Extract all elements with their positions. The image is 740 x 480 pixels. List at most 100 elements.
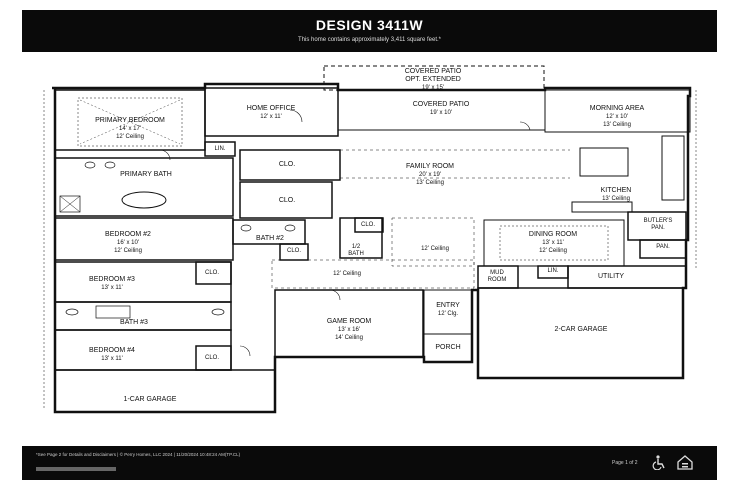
room-closet-3: CLO. — [361, 222, 375, 229]
room-name: DINING ROOM — [528, 231, 578, 238]
room-half-bath: 1/2 BATH — [348, 244, 364, 258]
room-closet-5: CLO. — [205, 270, 219, 277]
room-name: CLO. — [204, 270, 220, 276]
room-kitchen: KITCHEN 13' Ceiling — [601, 187, 632, 203]
room-linen-1: LIN. — [214, 146, 225, 153]
room-name: MORNING AREA — [589, 105, 645, 112]
plan-title: DESIGN 3411W — [315, 17, 424, 33]
room-name: BATH #3 — [120, 319, 148, 326]
room-game-room: GAME ROOM 13' x 16' 14' Ceiling — [327, 318, 371, 342]
room-bedroom-4: BEDROOM #4 13' x 11' — [89, 347, 135, 363]
room-name: BEDROOM #2 — [105, 231, 151, 238]
room-name-2: BATH — [348, 251, 364, 257]
room-primary-bath: PRIMARY BATH — [120, 171, 172, 179]
room-name: COVERED PATIO — [404, 68, 462, 75]
room-bedroom-2: BEDROOM #2 16' x 10' 12' Ceiling — [105, 231, 151, 255]
room-covered-patio-extended: COVERED PATIO OPT. EXTENDED 19' x 15' — [405, 68, 462, 92]
room-dimensions: 20' x 19' — [419, 172, 441, 178]
room-utility: UTILITY — [598, 273, 624, 281]
room-dining-room: DINING ROOM 13' x 11' 12' Ceiling — [529, 231, 577, 255]
room-family-room: FAMILY ROOM 20' x 19' 13' Ceiling — [406, 163, 454, 187]
plan-footer: *See Page 2 for Details and Disclaimers … — [22, 446, 717, 480]
room-name: HOME OFFICE — [246, 105, 296, 112]
room-name: BATH #2 — [256, 235, 284, 242]
room-name: PORCH — [435, 344, 461, 351]
room-ceiling: 13' Ceiling — [602, 196, 630, 202]
room-name: MUD — [490, 270, 504, 276]
room-porch: PORCH — [435, 344, 460, 352]
room-primary-bedroom: PRIMARY BEDROOM 14' x 17' 12' Ceiling — [95, 117, 165, 141]
room-ceiling: 13' Ceiling — [603, 122, 631, 128]
room-bedroom-3: BEDROOM #3 13' x 11' — [89, 276, 135, 292]
room-pantry: PAN. — [656, 244, 670, 251]
room-name: LIN. — [547, 268, 559, 274]
room-name: PAN. — [656, 244, 670, 250]
room-butlers-pantry: BUTLER'S PAN. — [644, 218, 673, 232]
room-ceiling: 12' Ceiling — [333, 271, 361, 277]
room-dimensions: 14' x 17' — [119, 126, 141, 132]
room-closet-1: CLO. — [279, 161, 295, 169]
room-name: CLO. — [204, 355, 220, 361]
room-closet-6: CLO. — [205, 355, 219, 362]
room-ceiling: 12' Ceiling — [421, 246, 449, 252]
room-dimensions: 16' x 10' — [117, 240, 139, 246]
room-bath-3: BATH #3 — [120, 319, 148, 327]
room-name-2: OPT. EXTENDED — [405, 76, 461, 83]
room-dimensions: 13' x 16' — [338, 327, 360, 333]
room-ceiling: 12' Ceiling — [539, 248, 567, 254]
perry-homes-logo — [36, 464, 126, 474]
room-name: FAMILY ROOM — [406, 163, 454, 170]
room-name: CLO. — [286, 248, 302, 254]
room-closet-4: CLO. — [287, 248, 301, 255]
room-name: 1/2 — [351, 244, 361, 250]
room-dimensions: 13' x 11' — [101, 285, 123, 291]
room-name: 2-CAR GARAGE — [554, 326, 608, 333]
room-name: ENTRY — [436, 302, 460, 309]
room-dimensions: 19' x 10' — [430, 110, 452, 116]
room-dimensions: 19' x 15' — [422, 85, 444, 91]
room-ceiling: 12' Ceiling — [114, 248, 142, 254]
room-name: CLO. — [360, 222, 376, 228]
room-name: CLO. — [278, 161, 296, 168]
room-name: BUTLER'S — [643, 218, 673, 224]
room-linen-2: LIN. — [547, 268, 558, 275]
footer-disclaimer: *See Page 2 for Details and Disclaimers … — [36, 452, 241, 457]
room-mud-room: MUD ROOM — [488, 270, 507, 284]
room-1-car-garage: 1-CAR GARAGE — [124, 396, 177, 404]
room-name: 1-CAR GARAGE — [123, 396, 177, 403]
room-name-2: PAN. — [651, 225, 665, 231]
room-ceiling: 12' Clg. — [437, 311, 459, 317]
room-ceiling: 12' Ceiling — [116, 134, 144, 140]
hall-ceiling: 12' Ceiling — [333, 270, 361, 278]
room-name: LIN. — [214, 146, 226, 152]
room-name: PRIMARY BEDROOM — [95, 117, 165, 124]
room-closet-2: CLO. — [279, 197, 295, 205]
room-dimensions: 13' x 11' — [542, 240, 564, 246]
room-name: BEDROOM #4 — [89, 347, 135, 354]
room-name: GAME ROOM — [326, 318, 372, 325]
gallery-ceiling: 12' Ceiling — [421, 245, 449, 253]
room-entry: ENTRY 12' Clg. — [436, 302, 460, 318]
plan-header: DESIGN 3411W This home contains approxim… — [22, 10, 717, 52]
room-covered-patio: COVERED PATIO 19' x 10' — [413, 101, 470, 117]
room-bath-2: BATH #2 — [256, 235, 284, 243]
page-indicator: Page 1 of 2 — [612, 460, 638, 466]
room-name: CLO. — [278, 197, 296, 204]
wheelchair-icon — [650, 454, 668, 471]
room-ceiling: 13' Ceiling — [416, 180, 444, 186]
room-dimensions: 12' x 11' — [260, 114, 282, 120]
room-dimensions: 12' x 10' — [606, 114, 628, 120]
room-name: BEDROOM #3 — [89, 276, 135, 283]
room-name: PRIMARY BATH — [120, 171, 172, 178]
room-ceiling: 14' Ceiling — [335, 335, 363, 341]
room-name: KITCHEN — [600, 187, 632, 194]
equal-housing-icon — [676, 454, 694, 470]
room-name: COVERED PATIO — [412, 101, 470, 108]
room-name-2: ROOM — [487, 277, 507, 283]
room-2-car-garage: 2-CAR GARAGE — [555, 326, 608, 334]
room-morning-area: MORNING AREA 12' x 10' 13' Ceiling — [590, 105, 644, 129]
room-dimensions: 13' x 11' — [101, 356, 123, 362]
room-home-office: HOME OFFICE 12' x 11' — [247, 105, 296, 121]
room-name: UTILITY — [597, 273, 625, 280]
